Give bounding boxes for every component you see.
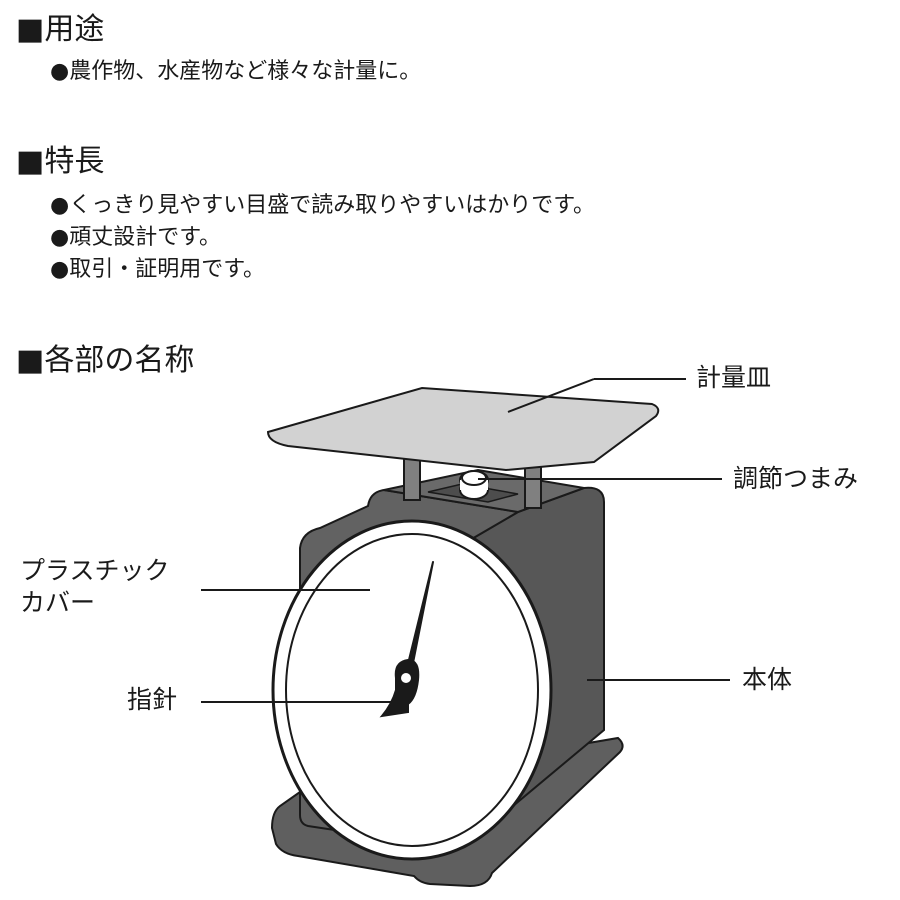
features-item: ●頑丈設計です。 <box>50 225 221 250</box>
parts-heading: ■各部の名称 <box>16 343 195 378</box>
leader-line-tray <box>507 378 595 413</box>
tray-post <box>403 457 421 501</box>
uses-heading: ■用途 <box>16 12 105 47</box>
label-needle: 指針 <box>127 685 178 714</box>
features-list: ●くっきり見やすい目盛で読み取りやすいはかりです。 ●頑丈設計です。 ●取引・証… <box>50 190 595 286</box>
label-adjust-knob: 調節つまみ <box>733 464 859 493</box>
features-item: ●取引・証明用です。 <box>50 257 265 282</box>
label-scale-body: 本体 <box>742 665 793 694</box>
features-item: ●くっきり見やすい目盛で読み取りやすいはかりです。 <box>50 193 595 218</box>
label-plastic-cover: プラスチック カバー <box>20 556 170 617</box>
features-heading: ■特長 <box>16 144 105 179</box>
uses-list: ●農作物、水産物など様々な計量に。 <box>50 56 421 88</box>
uses-item: ●農作物、水産物など様々な計量に。 <box>50 59 422 84</box>
label-weighing-tray: 計量皿 <box>696 363 772 392</box>
weighing-tray <box>266 386 660 472</box>
